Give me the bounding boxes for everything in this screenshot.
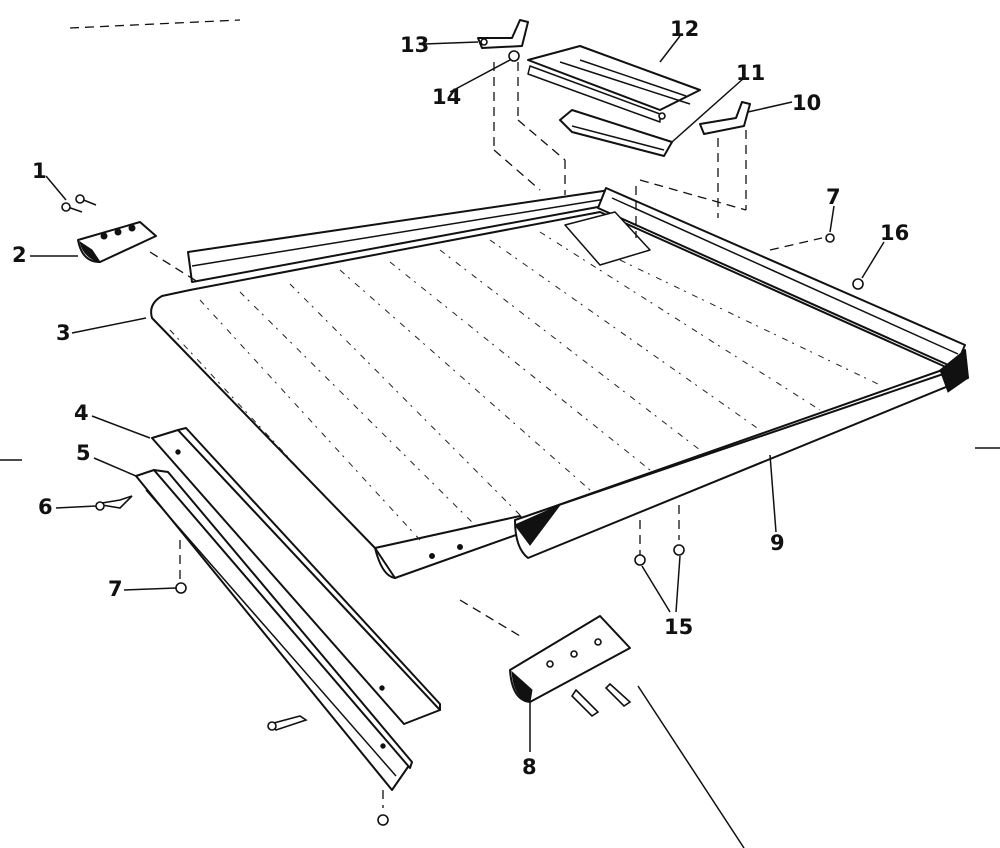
callout-5: 5 [76, 441, 91, 465]
callout-2: 2 [12, 243, 27, 267]
guide-diagonal [637, 685, 745, 848]
callout-14: 14 [432, 85, 461, 109]
hardware-guides [493, 62, 823, 251]
strip-5 [135, 469, 413, 791]
strip-4 [151, 427, 441, 725]
handle-11 [559, 109, 673, 157]
nut-15a [634, 554, 646, 566]
callout-labels: 1 2 3 4 5 6 7 8 9 10 11 12 13 14 15 7 16 [12, 17, 909, 779]
washer-14 [508, 50, 520, 62]
callout-15: 15 [664, 615, 693, 639]
screw-7-upper [825, 233, 835, 243]
scan-marks [0, 19, 1000, 461]
guide-cap-8 [459, 599, 521, 637]
end-cap-2 [77, 221, 157, 263]
wood-grain [169, 231, 881, 541]
callout-16: 16 [880, 221, 909, 245]
clip-10 [699, 101, 751, 135]
panel-cutout [564, 211, 651, 266]
screw-6 [95, 495, 133, 511]
screw-7-lower [175, 582, 187, 594]
callout-leaders [30, 35, 885, 752]
clip-13 [477, 19, 529, 49]
callout-3: 3 [56, 321, 71, 345]
callout-12: 12 [670, 17, 699, 41]
callout-10: 10 [792, 91, 821, 115]
screw-bottom [377, 814, 389, 826]
nut-15b [673, 544, 685, 556]
callout-9: 9 [770, 531, 785, 555]
bracket-12 [527, 45, 701, 123]
screw-strip-lower [267, 715, 308, 731]
channel-shadow-left [514, 503, 562, 546]
nut-16 [852, 278, 864, 290]
guide-cap-2 [149, 251, 199, 283]
callout-7-lower: 7 [108, 577, 123, 601]
screw-1 [61, 194, 97, 213]
main-panel-assembly [150, 187, 969, 579]
callout-8: 8 [522, 755, 537, 779]
callout-1: 1 [32, 159, 47, 183]
callout-11: 11 [736, 61, 765, 85]
screws-8 [570, 682, 632, 718]
end-cap-8 [509, 615, 631, 703]
callout-6: 6 [38, 495, 53, 519]
channel-end-shadow [939, 349, 969, 393]
callout-13: 13 [400, 33, 429, 57]
callout-7-upper: 7 [826, 185, 841, 209]
callout-4: 4 [74, 401, 89, 425]
